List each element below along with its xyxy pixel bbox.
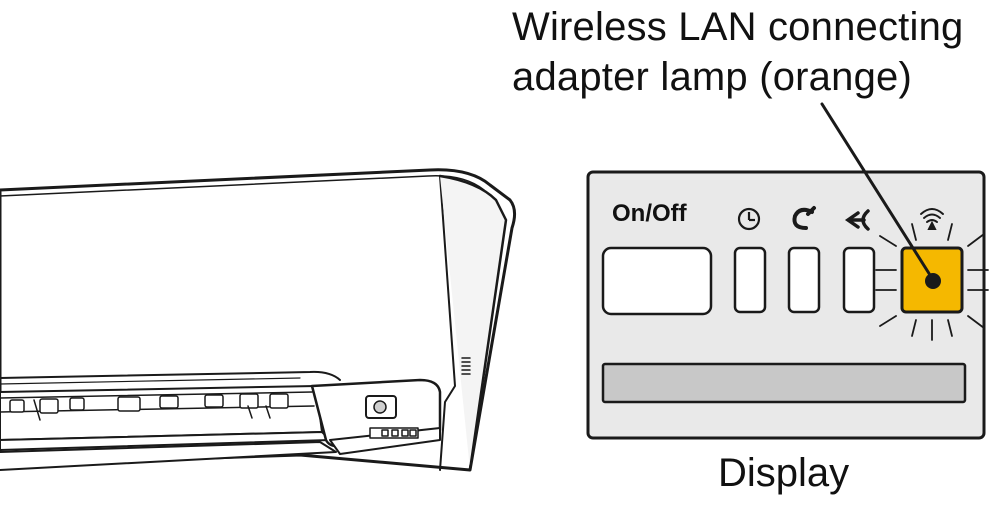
- powerful-mode-icon: [792, 206, 816, 230]
- callout-leader-line: [820, 102, 932, 277]
- louver-slats: [9, 393, 289, 421]
- side-panel: [439, 175, 456, 471]
- on-off-button: [601, 246, 713, 316]
- lamp-glow-rays: [875, 223, 989, 341]
- side-vent: [461, 357, 471, 375]
- indoor-unit: [0, 168, 517, 472]
- callout-label: Wireless LAN connecting adapter lamp (or…: [512, 2, 963, 102]
- unit-lamp-row: [369, 427, 419, 439]
- display-panel: [586, 170, 989, 440]
- airflow-mode-lamp: [842, 246, 876, 314]
- airflow-mode-icon: [844, 209, 870, 231]
- display-caption: Display: [718, 451, 850, 495]
- timer-lamp: [733, 246, 767, 314]
- display-strip: [601, 362, 967, 404]
- wireless-lan-lamp-dot: [925, 273, 941, 289]
- callout-line-2: adapter lamp (orange): [512, 55, 912, 99]
- powerful-mode-lamp: [787, 246, 821, 314]
- on-off-label: On/Off: [612, 200, 687, 227]
- timer-icon: [737, 207, 761, 231]
- callout-line-1: Wireless LAN connecting: [512, 5, 964, 49]
- wifi-icon: [920, 208, 944, 230]
